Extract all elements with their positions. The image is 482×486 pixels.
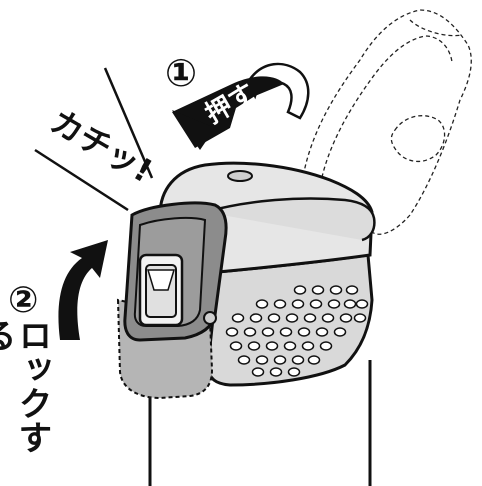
lock-tab (118, 203, 226, 398)
vent-hole-icon (275, 300, 286, 308)
vent-hole-icon (289, 368, 300, 376)
vent-hole-icon (285, 342, 296, 350)
vent-hole-icon (227, 328, 238, 336)
vent-hole-icon (233, 314, 244, 322)
vent-hole-icon (287, 314, 298, 322)
vent-hole-icon (267, 342, 278, 350)
click-sound-label: カチッ! (44, 102, 159, 190)
vent-hole-icon (329, 300, 340, 308)
vent-hole-icon (251, 314, 262, 322)
vent-hole-icon (263, 328, 274, 336)
vent-hole-icon (293, 356, 304, 364)
step2-number: ② (8, 280, 38, 321)
vent-hole-icon (313, 286, 324, 294)
cap-lower-section (208, 255, 372, 385)
vent-hole-icon (275, 356, 286, 364)
vent-hole-icon (345, 300, 356, 308)
step2-action-label: ロックする (6, 318, 50, 486)
vent-hole-icon (231, 342, 242, 350)
vent-hole-icon (253, 368, 264, 376)
vent-hole-icon (257, 300, 268, 308)
vent-hole-icon (239, 356, 250, 364)
curved-arrow-icon (58, 240, 108, 340)
vent-hole-icon (347, 286, 358, 294)
vent-hole-icon (295, 286, 306, 294)
vent-hole-icon (303, 342, 314, 350)
vent-hole-icon (305, 314, 316, 322)
vent-hole-icon (321, 342, 332, 350)
vent-hole-icon (299, 328, 310, 336)
vent-hole-icon (249, 342, 260, 350)
vent-hole-icon (357, 300, 368, 308)
vent-hole-icon (311, 300, 322, 308)
vent-hole-icon (341, 314, 352, 322)
vent-hole-icon (271, 368, 282, 376)
vent-hole-icon (293, 300, 304, 308)
vent-hole-icon (331, 286, 342, 294)
vent-hole-icon (317, 328, 328, 336)
vent-hole-icon (257, 356, 268, 364)
cap-top-button (228, 171, 252, 181)
vent-hole-icon (281, 328, 292, 336)
vent-hole-icon (323, 314, 334, 322)
vent-hole-icon (355, 314, 366, 322)
vent-hole-icon (245, 328, 256, 336)
step1-number: ① (165, 51, 197, 95)
vent-hole-icon (309, 356, 320, 364)
vent-hole-icon (335, 328, 346, 336)
vent-hole-icon (269, 314, 280, 322)
